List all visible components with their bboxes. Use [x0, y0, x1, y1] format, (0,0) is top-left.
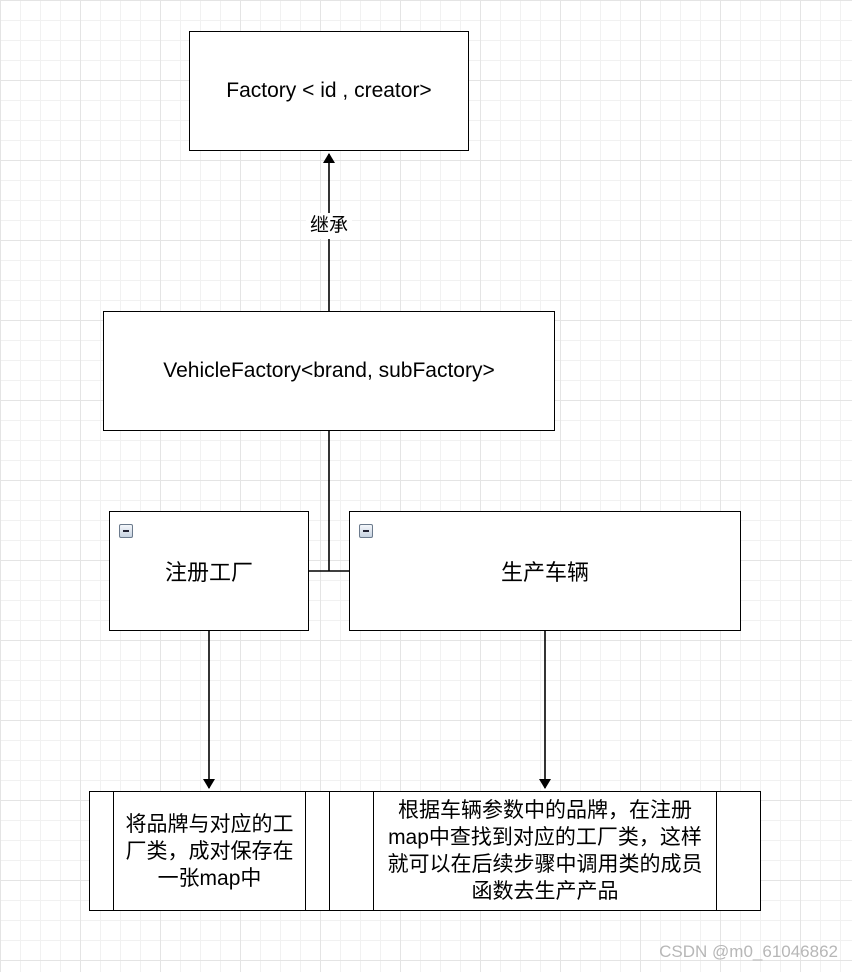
- collapse-icon[interactable]: [119, 524, 133, 538]
- vehicle-factory-node[interactable]: VehicleFactory<brand, subFactory>: [103, 311, 555, 431]
- collapse-icon[interactable]: [359, 524, 373, 538]
- register-note-box[interactable]: 将品牌与对应的工厂类，成对保存在一张map中: [89, 791, 330, 911]
- register-note-text: 将品牌与对应的工厂类，成对保存在一张map中: [125, 812, 294, 890]
- register-factory-node[interactable]: 注册工厂: [109, 511, 309, 631]
- produce-note-text: 根据车辆参数中的品牌，在注册map中查找到对应的工厂类，这样就可以在后续步骤中调…: [387, 799, 703, 903]
- produce-note-box[interactable]: 根据车辆参数中的品牌，在注册map中查找到对应的工厂类，这样就可以在后续步骤中调…: [329, 791, 761, 911]
- factory-node[interactable]: Factory < id , creator>: [189, 31, 469, 151]
- watermark: CSDN @m0_61046862: [659, 942, 838, 961]
- vehicle-factory-label: VehicleFactory<brand, subFactory>: [163, 359, 495, 382]
- inherit-label: 继承: [306, 213, 352, 239]
- produce-vehicle-label: 生产车辆: [500, 560, 589, 585]
- produce-vehicle-node[interactable]: 生产车辆: [349, 511, 741, 631]
- register-factory-label: 注册工厂: [164, 560, 253, 585]
- factory-label: Factory < id , creator>: [226, 79, 432, 102]
